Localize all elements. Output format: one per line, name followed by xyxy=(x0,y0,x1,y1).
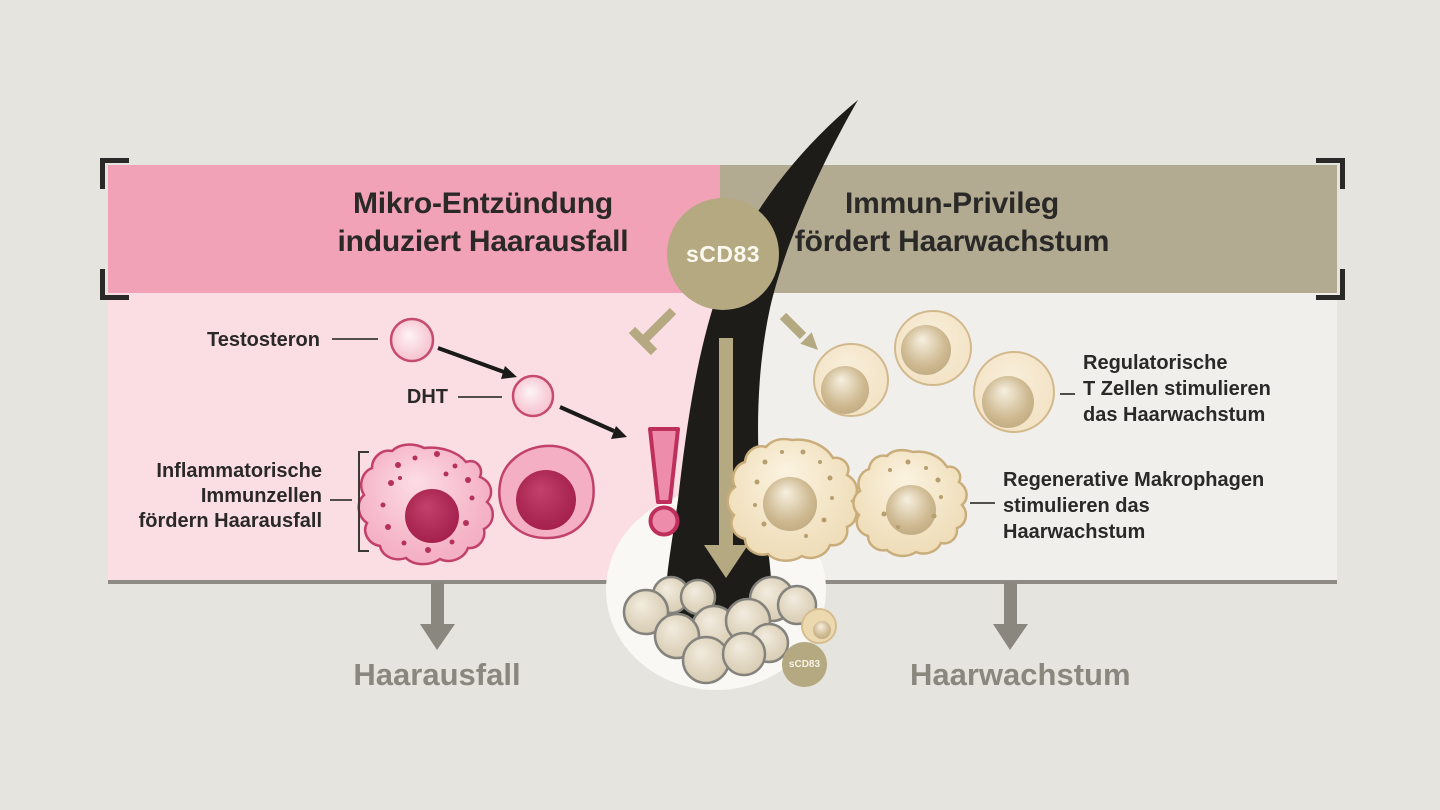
left-header-band xyxy=(108,165,720,293)
testosteron-label: Testosteron xyxy=(207,329,320,351)
inflammatory-cells-label: Inflammatorische Immunzellen fördern Haa… xyxy=(138,460,322,532)
left-panel-title: Mikro-Entzündung induziert Haarausfall xyxy=(337,187,629,258)
inhibition-icon xyxy=(628,307,677,356)
haarwachstum-arrow-icon xyxy=(993,582,1028,650)
dht-label: DHT xyxy=(406,386,448,408)
regenerative-macrophages-icon xyxy=(726,437,968,562)
right-panel-title: Immun-Privileg fördert Haarwachstum xyxy=(794,187,1110,258)
conversion-arrow-icon xyxy=(437,346,517,379)
scd83-follicle-label: sCD83 xyxy=(788,659,821,670)
exclamation-icon xyxy=(648,427,680,537)
scd83-molecule-badge: sCD83 xyxy=(667,198,779,310)
frame-bracket-top-right-icon xyxy=(1316,158,1345,189)
dht-molecule-icon xyxy=(511,374,555,418)
frame-bracket-top-left-icon xyxy=(100,158,129,189)
right-header-band xyxy=(720,165,1337,293)
inflammatory-lymphocyte-cell-icon xyxy=(498,444,595,540)
frame-bracket-bottom-right-icon xyxy=(1316,269,1345,300)
conversion-arrow-icon xyxy=(559,405,627,439)
stem-cell-icon xyxy=(801,608,837,644)
frame-bracket-bottom-left-icon xyxy=(100,269,129,300)
haarausfall-outcome-label: Haarausfall xyxy=(353,657,521,692)
immune-cells-bracket-icon xyxy=(358,451,369,552)
regulatory-t-cells-icon xyxy=(813,310,1055,433)
stimulation-arrow-icon xyxy=(779,312,818,350)
haarausfall-arrow-icon xyxy=(420,582,455,650)
inflammatory-macrophage-cell-icon xyxy=(357,443,494,566)
treg-label: Regulatorische T Zellen stimulieren das … xyxy=(1083,352,1271,426)
hair-strand-icon xyxy=(665,100,858,656)
scd83-follicle-badge: sCD83 xyxy=(782,642,827,687)
macrophages-label: Regenerative Makrophagen stimulieren das… xyxy=(1003,469,1265,543)
haarwachstum-outcome-label: Haarwachstum xyxy=(910,657,1131,692)
scd83-label: sCD83 xyxy=(685,240,761,267)
hair-follicle-cells-icon xyxy=(622,575,818,685)
testosterone-molecule-icon xyxy=(389,317,435,363)
